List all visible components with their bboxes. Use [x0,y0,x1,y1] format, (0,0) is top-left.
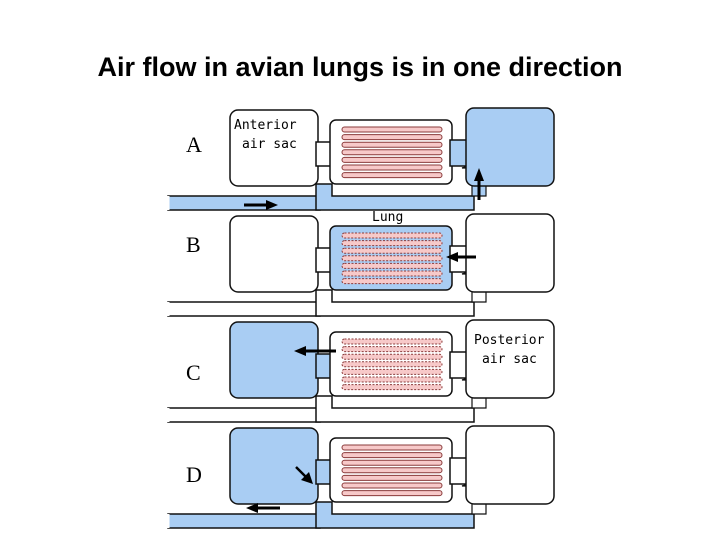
parabronchus-tube [341,149,443,156]
anterior-label-line2: air sac [242,137,297,152]
arrow-diagonal-out [295,466,313,484]
parabronchus-tube [341,126,443,133]
parabronchus-tube [341,482,443,489]
parabronchus-tube [341,361,443,368]
main-bronchus [315,183,475,211]
arrow-up-posterior [474,168,484,200]
panel-letter-b: B [186,232,201,257]
parabronchus-tube [341,134,443,141]
parabronchus-tube [341,172,443,179]
parabronchus-tube [341,255,443,262]
parabronchus-tube [341,376,443,383]
posterior-air-sac [465,213,555,293]
trachea [167,301,321,317]
parabronchus-tube [341,444,443,451]
arrow-inhale-trachea [244,200,278,210]
posterior-air-sac [465,319,555,399]
parabronchus-tube [341,164,443,171]
parabronchus-tube [341,278,443,285]
panels-layer [166,107,555,529]
trachea [167,195,321,211]
panel-c [166,319,555,423]
parabronchus-tube [341,384,443,391]
parabronchus-tube [341,270,443,277]
parabronchus-tube [341,353,443,360]
parabronchus-tube [341,490,443,497]
arrow-left-into-lung [446,252,476,262]
anterior-air-sac [229,321,319,399]
arrow-exhale-trachea [246,503,280,513]
trachea [167,513,321,529]
panel-a [166,107,555,211]
panel-letter-a: A [186,132,202,157]
parabronchus-tube [341,240,443,247]
parabronchus-tube [341,459,443,466]
anterior-air-sac [229,427,319,505]
main-bronchus [315,501,475,529]
parabronchus-tube [341,346,443,353]
panel-d [166,425,555,529]
parabronchus-tube [341,262,443,269]
page-title: Air flow in avian lungs is in one direct… [97,52,623,82]
parabronchus-tube [341,467,443,474]
posterior-air-sac [465,107,555,187]
parabronchus-tube [341,368,443,375]
main-bronchus [315,289,475,317]
posterior-label-line2: air sac [482,352,537,367]
anterior-label-line1: Anterior [234,118,297,133]
posterior-label-line1: Posterior [474,333,545,348]
main-bronchus [315,395,475,423]
panel-letter-c: C [186,360,201,385]
lung-label: Lung [372,210,403,225]
parabronchus-tube [341,247,443,254]
parabronchus-tube [341,474,443,481]
trachea [167,407,321,423]
parabronchus-tube [341,156,443,163]
anterior-air-sac [229,215,319,293]
arrow-left-to-anterior [294,346,336,356]
parabronchus-tube [341,232,443,239]
parabronchus-tube [341,141,443,148]
parabronchus-tube [341,338,443,345]
panel-letter-d: D [186,462,202,487]
posterior-air-sac [465,425,555,505]
parabronchus-tube [341,452,443,459]
panel-b [166,213,555,317]
